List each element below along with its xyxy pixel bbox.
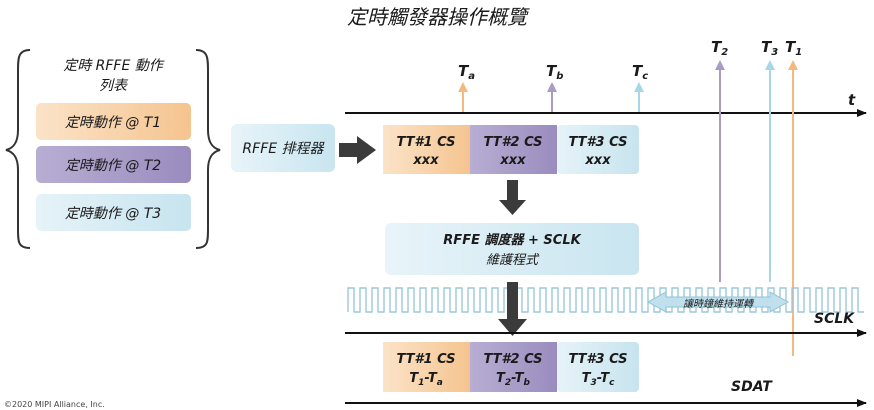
keep-clock-running-arrow — [646, 291, 790, 313]
queue-bottom-2-line1: TT#2 CS — [483, 352, 542, 367]
queue-top-2-line1: TT#2 CS — [483, 135, 542, 150]
copyright-text: ©2020 MIPI Alliance, Inc. — [4, 400, 105, 409]
scheduler-box — [231, 124, 335, 172]
sclk-waveform — [347, 287, 864, 313]
list-item-t3-box — [36, 194, 191, 231]
queue-bottom-1-line2: T1-Ta — [409, 371, 443, 388]
list-item-t1: 定時動作 @ T1 — [65, 115, 161, 131]
t2-trigger-arrowhead — [715, 60, 725, 70]
queue-top-2-line2: xxx — [499, 153, 526, 168]
scheduler-label: RFFE 排程器 — [242, 141, 325, 157]
sequencer-box — [385, 223, 639, 275]
t2-label: T2 — [711, 38, 728, 58]
list-item-t1-box — [36, 103, 191, 140]
scheduler-to-queue-arrow — [339, 136, 376, 164]
tc-label: Tc — [632, 62, 648, 82]
t3-label: T3 — [761, 38, 778, 58]
sequencer-to-bus-arrow — [498, 282, 527, 336]
list-item-t2-box — [36, 146, 191, 183]
left-brace — [5, 49, 31, 249]
queue-top-box-2 — [470, 125, 557, 174]
queue-top-3-line1: TT#3 CS — [568, 135, 627, 150]
sequencer-line2: 維護程式 — [486, 253, 540, 268]
queue-top-box-1 — [383, 125, 470, 174]
keep-clock-running-label: 讓時鐘維持運轉 — [683, 298, 755, 310]
t1-label: T1 — [785, 38, 802, 58]
list-heading-line1: 定時 RFFE 動作 — [63, 58, 165, 74]
sdat-label: SDAT — [731, 379, 773, 395]
sequencer-line1: RFFE 調度器 + SCLK — [443, 232, 581, 248]
t3-trigger-arrowhead — [765, 60, 775, 70]
sclk-label: SCLK — [814, 311, 855, 327]
right-brace — [195, 49, 221, 249]
queue-bottom-1-line1: TT#1 CS — [396, 352, 455, 367]
queue-bottom-box-3 — [557, 342, 639, 392]
queue-top-3-line2: xxx — [584, 153, 611, 168]
queue-bottom-3-line2: T3-Tc — [582, 371, 616, 388]
queue-top-1-line1: TT#1 CS — [396, 135, 455, 150]
list-item-t2: 定時動作 @ T2 — [65, 158, 161, 174]
queue-bottom-box-2 — [470, 342, 557, 392]
t1-trigger-arrowhead — [788, 60, 798, 70]
queue-to-sequencer-arrow — [499, 180, 526, 215]
queue-bottom-2-line2: T2-Tb — [496, 371, 531, 388]
list-item-t3: 定時動作 @ T3 — [65, 206, 161, 222]
queue-top-1-line2: xxx — [412, 153, 439, 168]
diagram-title: 定時觸發器操作概覽 — [347, 5, 530, 29]
queue-bottom-3-line1: TT#3 CS — [568, 352, 627, 367]
tb-label: Tb — [546, 62, 563, 82]
queue-top-box-3 — [557, 125, 639, 174]
tc-marker-arrowhead — [634, 82, 644, 92]
time-axis-label: t — [848, 91, 856, 109]
tb-marker-arrowhead — [547, 82, 557, 92]
ta-label: Ta — [458, 62, 475, 82]
ta-marker-arrowhead — [458, 82, 468, 92]
queue-bottom-box-1 — [383, 342, 470, 392]
list-heading-line2: 列表 — [99, 78, 129, 94]
